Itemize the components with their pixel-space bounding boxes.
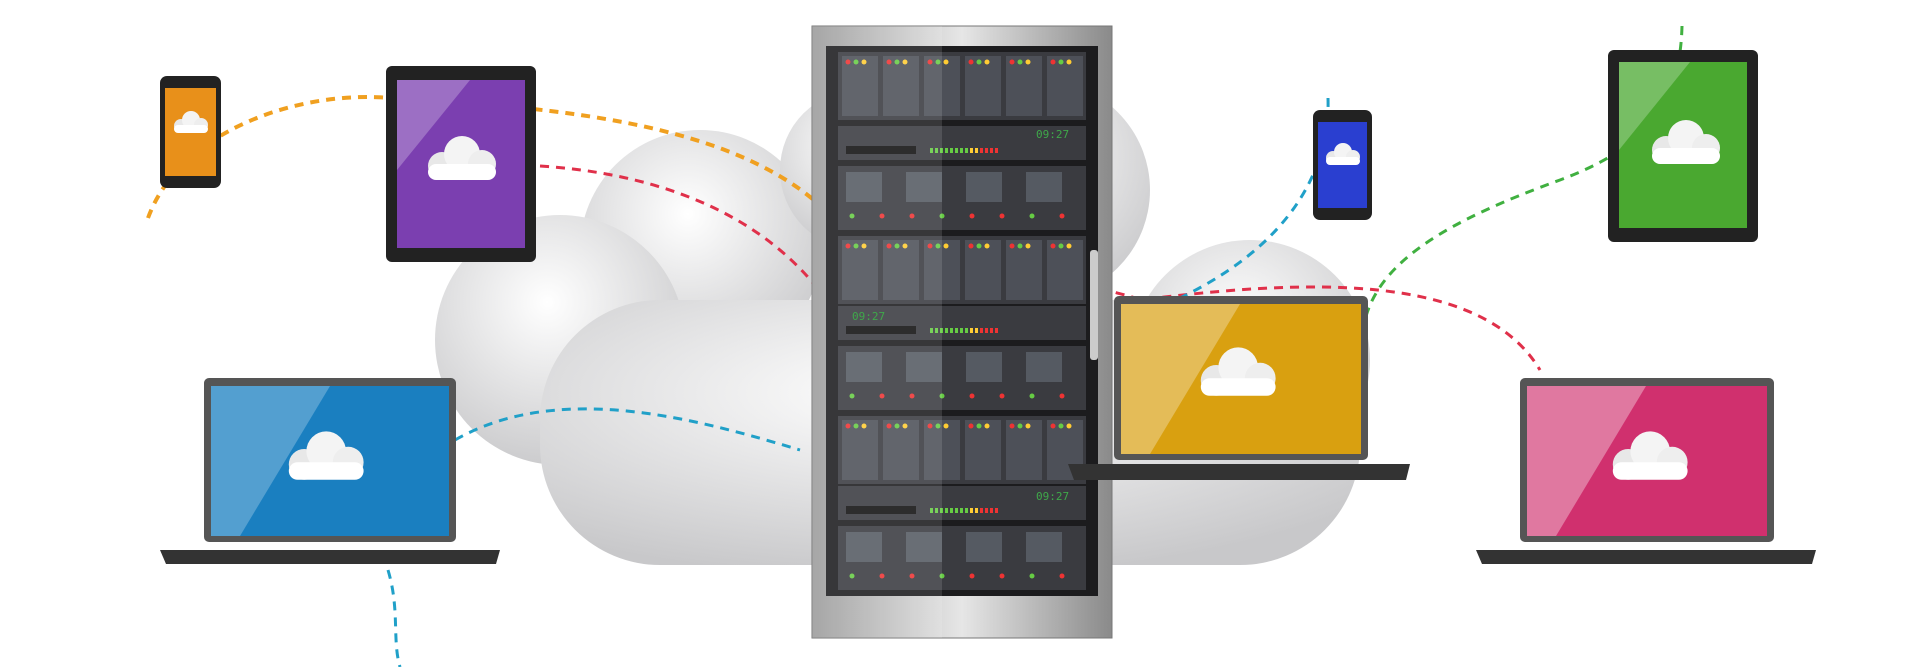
rack-unit [838,486,1086,520]
link-blue-left [454,407,801,452]
server-rack [811,25,1113,639]
phone-right [1313,110,1372,220]
rack-unit [838,416,1086,484]
rack-unit [838,306,1086,340]
laptop-center [1068,296,1410,480]
phone-left [160,76,221,188]
tablet-right [1608,50,1758,242]
rack-unit [838,126,1086,160]
rack-handle [1090,250,1098,360]
laptop-right [1476,378,1816,564]
server-clock-1: 09:27 [1036,128,1069,141]
laptop-left [160,378,500,564]
rack-unit [838,52,1086,120]
rack-unit [838,236,1086,304]
tablet-left [386,66,536,262]
link-blue-bottom [386,569,402,667]
server-clock-2: 09:27 [852,310,885,323]
clock-readouts: 09:27 09:27 09:27 [852,128,1069,503]
server-clock-3: 09:27 [1036,490,1069,503]
